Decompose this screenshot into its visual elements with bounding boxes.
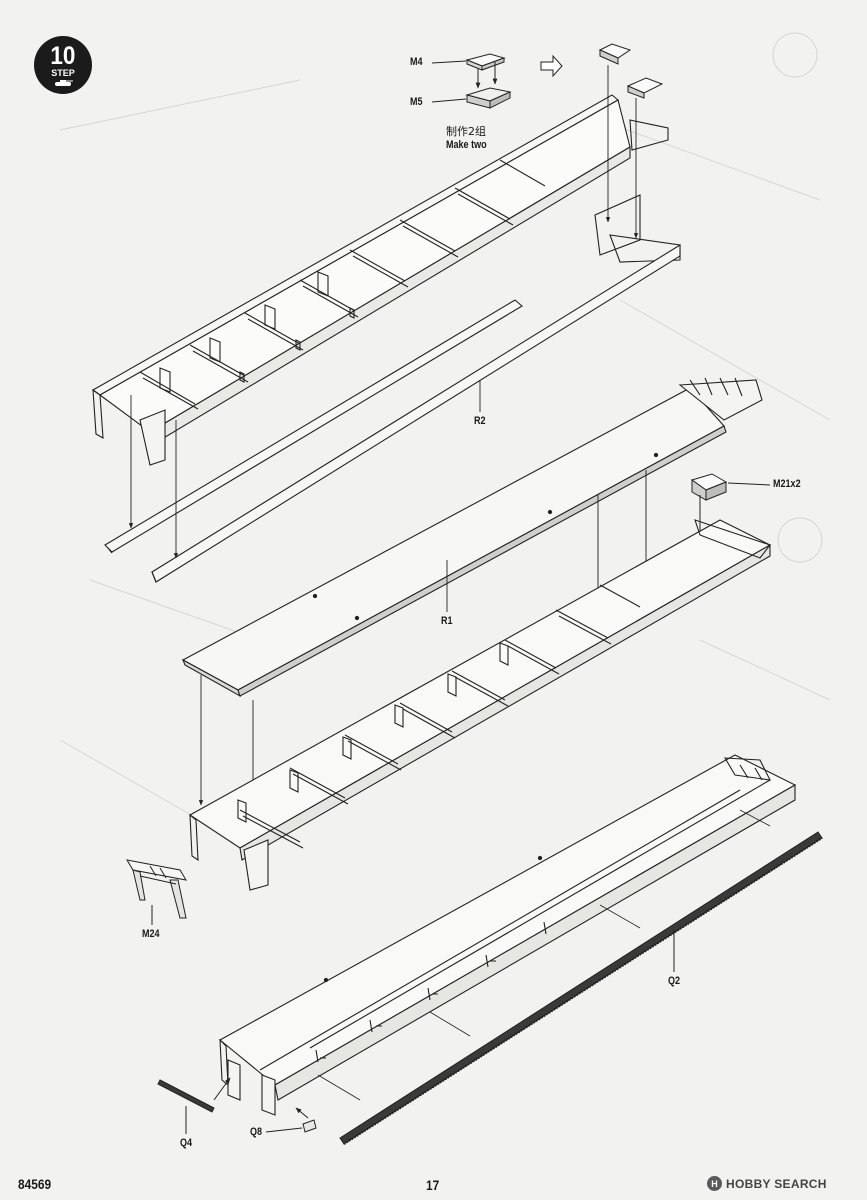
middle-frame — [188, 519, 772, 891]
label-m4: M4 — [410, 56, 423, 68]
label-r2: R2 — [474, 415, 486, 427]
next-arrow-icon — [540, 54, 563, 78]
mounted-m4-m5 — [598, 43, 664, 99]
part-q8 — [265, 1107, 317, 1133]
watermark-text: HOBBY SEARCH — [726, 1176, 827, 1191]
product-code: 84569 — [18, 1176, 52, 1192]
instruction-en: Make two — [446, 139, 487, 151]
tank-icon — [55, 80, 73, 86]
part-q2 — [339, 831, 823, 1145]
label-r1: R1 — [441, 615, 453, 627]
part-q4 — [157, 1077, 231, 1134]
watermark: H HOBBY SEARCH — [707, 1176, 827, 1191]
label-q8: Q8 — [250, 1126, 263, 1138]
label-m21: M21x2 — [773, 478, 801, 490]
instruction-cn: 制作2组 — [446, 125, 486, 138]
step-label: STEP — [51, 68, 75, 78]
part-m4-m5 — [431, 53, 512, 109]
deck-r1 — [181, 377, 763, 698]
page-number: 17 — [426, 1177, 440, 1193]
label-m5: M5 — [410, 96, 423, 108]
arrows-upper — [128, 65, 639, 559]
label-m24: M24 — [142, 928, 160, 940]
ghost-lines — [59, 32, 831, 821]
step-badge: 10 STEP — [34, 36, 92, 94]
chassis — [219, 754, 797, 1116]
part-m24 — [125, 859, 188, 925]
guide-lines — [317, 809, 771, 1101]
part-m21 — [690, 473, 771, 546]
label-q4: Q4 — [180, 1137, 193, 1149]
step-number: 10 — [50, 42, 76, 70]
rail-r2 — [104, 244, 681, 583]
hobby-search-logo-icon: H — [707, 1176, 722, 1191]
label-q2: Q2 — [668, 975, 681, 987]
upper-frame — [91, 94, 681, 466]
